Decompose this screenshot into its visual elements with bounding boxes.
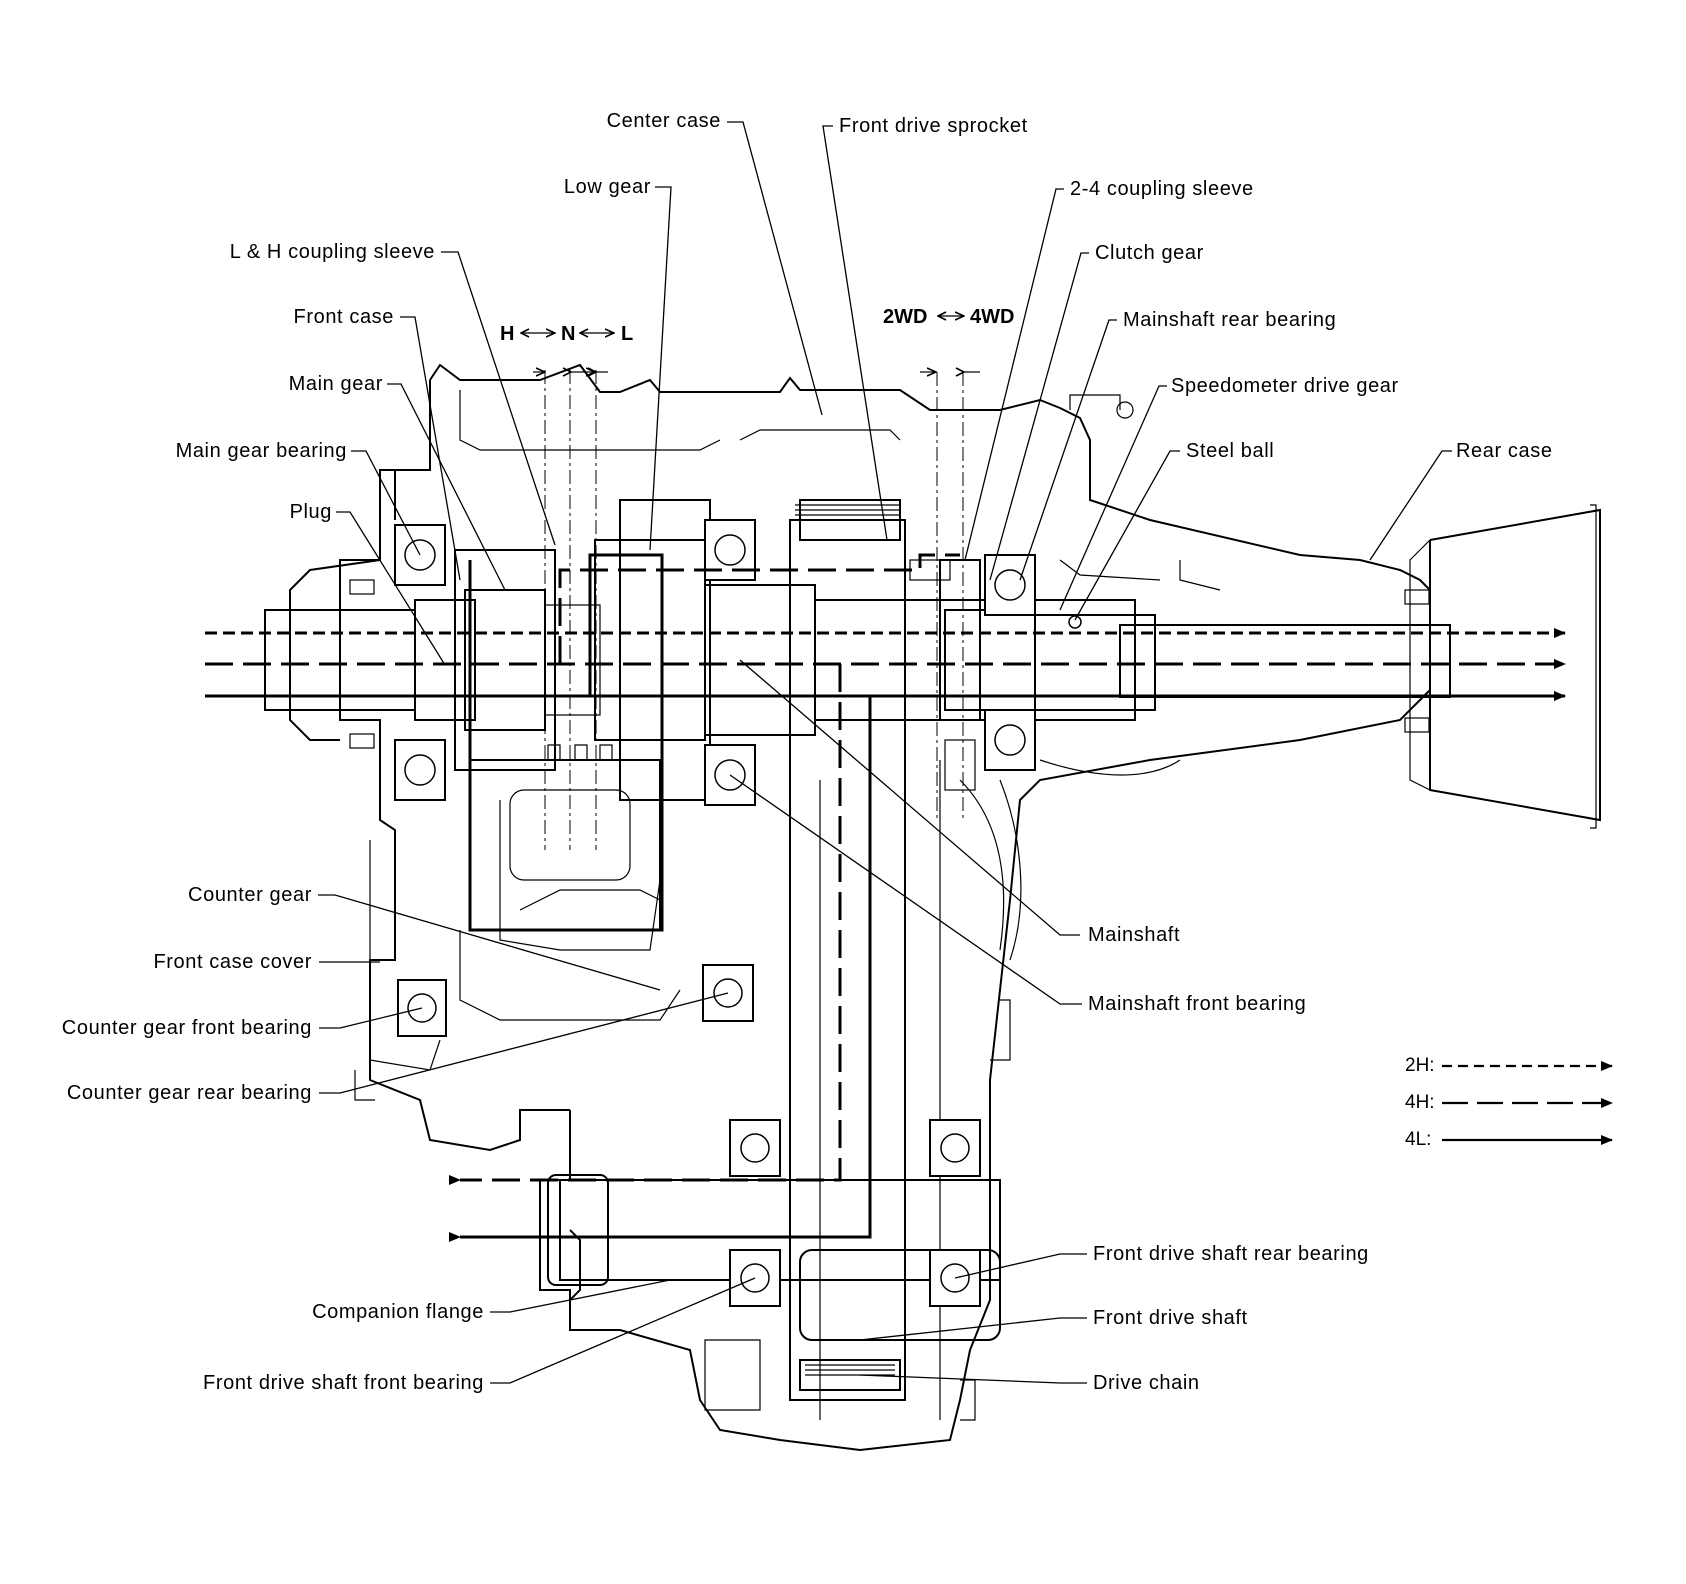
- housing: [289, 363, 1601, 1452]
- label-rear-case: Rear case: [1456, 440, 1553, 462]
- label-clutch-gear: Clutch gear: [1095, 242, 1204, 264]
- label-counter-gear-rear-bearing: Counter gear rear bearing: [67, 1082, 312, 1104]
- label-counter-gear: Counter gear: [188, 884, 312, 906]
- label-speedometer-drive-gear: Speedometer drive gear: [1171, 375, 1399, 397]
- label-mainshaft-rear-bearing: Mainshaft rear bearing: [1123, 309, 1336, 331]
- label-plug: Plug: [290, 501, 332, 523]
- label-front-case-cover: Front case cover: [153, 951, 312, 973]
- power-flow-4h: [205, 553, 1566, 1185]
- legend-2h-label: 2H:: [1405, 1055, 1435, 1076]
- main-gear-bearing: [394, 524, 446, 586]
- bearing-lower-left: [394, 739, 446, 801]
- label-front-drive-shaft-front-bearing: Front drive shaft front bearing: [203, 1372, 484, 1394]
- label-center-case: Center case: [607, 110, 721, 132]
- label-mainshaft-front-bearing: Mainshaft front bearing: [1088, 993, 1306, 1015]
- legend-4l-label: 4L:: [1405, 1129, 1431, 1150]
- range-n-label: N: [561, 323, 575, 345]
- power-flow-4l: [205, 553, 1566, 1242]
- range-l-label: L: [621, 323, 633, 345]
- label-counter-gear-front-bearing: Counter gear front bearing: [62, 1017, 312, 1039]
- label-2-4-coupling-sleeve: 2-4 coupling sleeve: [1070, 178, 1254, 200]
- label-steel-ball: Steel ball: [1186, 440, 1274, 462]
- drive-4wd-label: 4WD: [970, 306, 1014, 328]
- label-front-drive-sprocket: Front drive sprocket: [839, 115, 1028, 137]
- callout-labels: Center case Front drive sprocket Low gea…: [62, 110, 1553, 1394]
- bearings: [349, 519, 1430, 1307]
- label-mainshaft: Mainshaft: [1088, 924, 1180, 946]
- steel-ball: [1068, 615, 1082, 629]
- range-selector: H N L: [500, 323, 633, 372]
- drive-selector: 2WD 4WD: [883, 306, 1014, 372]
- label-low-gear: Low gear: [564, 176, 651, 198]
- label-front-case: Front case: [294, 306, 394, 328]
- shift-reference-lines: [544, 370, 964, 850]
- label-lh-coupling-sleeve: L & H coupling sleeve: [230, 241, 435, 263]
- mainshaft-rear-bearing: [984, 554, 1036, 771]
- label-main-gear-bearing: Main gear bearing: [176, 440, 347, 462]
- legend: 2H: 4H: 4L:: [1405, 1055, 1613, 1150]
- legend-item-4h: 4H:: [1405, 1092, 1613, 1113]
- legend-item-2h: 2H:: [1405, 1055, 1613, 1076]
- label-drive-chain: Drive chain: [1093, 1372, 1200, 1394]
- label-companion-flange: Companion flange: [312, 1301, 484, 1323]
- leader-lines: [318, 121, 1452, 1384]
- legend-item-4l: 4L:: [1405, 1129, 1613, 1150]
- front-drive-shaft-rear-bearing: [929, 1119, 981, 1307]
- label-front-drive-shaft: Front drive shaft: [1093, 1307, 1248, 1329]
- drive-2wd-label: 2WD: [883, 306, 927, 328]
- front-drive-shaft-front-bearing: [729, 1119, 781, 1307]
- range-h-label: H: [500, 323, 514, 345]
- legend-4h-label: 4H:: [1405, 1092, 1435, 1113]
- label-front-drive-shaft-rear-bearing: Front drive shaft rear bearing: [1093, 1243, 1369, 1265]
- label-main-gear: Main gear: [289, 373, 383, 395]
